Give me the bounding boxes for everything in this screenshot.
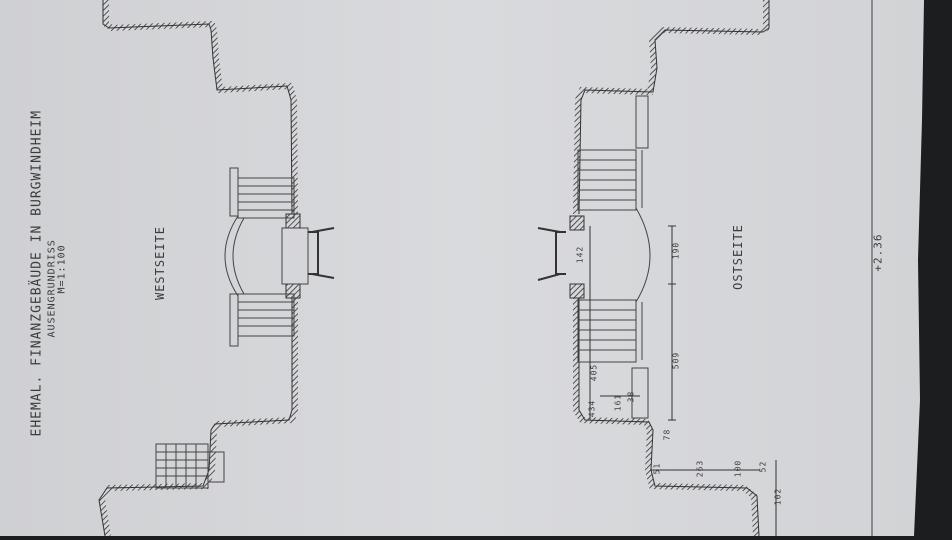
dim-102: 102 (773, 487, 783, 506)
paper-sheet (0, 0, 924, 536)
west-wall (98, 0, 298, 537)
west-lower-stair (155, 443, 225, 489)
west-label: WESTSEITE (153, 225, 167, 301)
dim-190: 190 (671, 241, 681, 260)
dim-263: 263 (695, 459, 705, 478)
drawing-title: EHEMAL. FINANZGEBÄUDE IN BURGWINDHEIM (29, 109, 45, 437)
west-stairs (224, 167, 295, 347)
dim-100: 100 (733, 459, 743, 478)
dim-434: 434 (587, 399, 597, 418)
east-wall (573, 0, 770, 537)
dim-405: 405 (589, 363, 599, 382)
dim-142: 142 (575, 245, 585, 264)
east-label: OSTSEITE (731, 224, 745, 290)
dim-161: 161 (613, 393, 623, 412)
drawing-scale: M=1:100 (56, 244, 68, 294)
elevation-label: +2.36 (871, 233, 885, 272)
east-stairs (577, 95, 651, 419)
dim-78: 78 (662, 428, 672, 441)
dim-51: 51 (652, 462, 662, 475)
dim-509: 509 (671, 351, 681, 370)
east-portal (537, 215, 585, 299)
dim-52: 52 (758, 460, 768, 473)
dim-38: 38 (626, 390, 636, 403)
dimension-lines (589, 225, 777, 536)
